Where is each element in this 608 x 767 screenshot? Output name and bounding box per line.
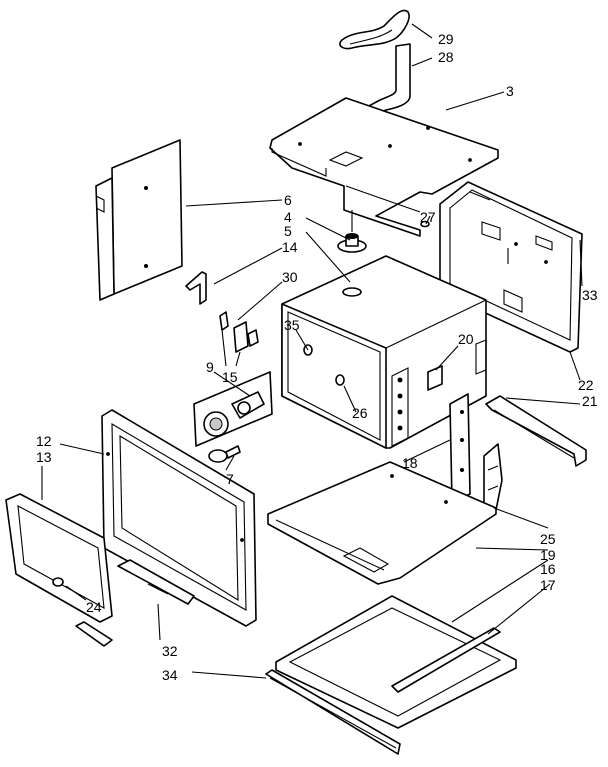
callout-25: 25: [540, 531, 556, 547]
callout-4: 4: [284, 209, 292, 225]
callout-22: 22: [578, 377, 594, 393]
callout-12: 12: [36, 433, 52, 449]
leader-lines: [41, 23, 583, 679]
callout-20: 20: [458, 331, 474, 347]
callout-34: 34: [162, 667, 178, 683]
callout-24: 24: [86, 599, 102, 615]
hinge-25: [483, 443, 503, 511]
callout-32: 32: [162, 643, 178, 659]
callout-5: 5: [284, 223, 292, 239]
callout-33: 33: [582, 287, 598, 303]
callout-27: 27: [420, 209, 436, 225]
callout-35: 35: [284, 317, 300, 333]
callout-15: 15: [222, 369, 238, 385]
control-assembly-9: [193, 371, 273, 447]
callout-19: 19: [540, 547, 556, 563]
side-panel-6: [95, 139, 183, 301]
kick-panel-34: [265, 669, 401, 755]
bracket-18: [449, 393, 471, 503]
rail-21: [485, 395, 587, 467]
vent-tube-29: [339, 9, 410, 50]
callout-7: 7: [226, 471, 234, 487]
callout-labels: 29 28 3 6 4 5 27 14 30 33 35 20 9 15 22 …: [36, 31, 598, 683]
top-plate-3: [269, 97, 499, 237]
callout-14: 14: [282, 239, 298, 255]
callout-9: 9: [206, 359, 214, 375]
callout-21: 21: [582, 393, 598, 409]
callout-17: 17: [540, 577, 556, 593]
callout-16: 16: [540, 561, 556, 577]
clip-24: [52, 577, 64, 587]
callout-3: 3: [506, 83, 514, 99]
light-bulb-7: [208, 445, 241, 463]
callout-30: 30: [282, 269, 298, 285]
oven-liner: [281, 255, 487, 449]
bottom-panel-19: [267, 461, 497, 585]
burner-fitting-4: [337, 210, 367, 253]
door-gasket-13: [5, 493, 113, 647]
callout-28: 28: [438, 49, 454, 65]
callout-26: 26: [352, 405, 368, 421]
broiler-frame-16: [275, 595, 517, 729]
bracket-14: [185, 271, 207, 305]
callout-13: 13: [36, 449, 52, 465]
callout-29: 29: [438, 31, 454, 47]
switch-30: [219, 311, 259, 353]
callout-18: 18: [402, 455, 418, 471]
callout-6: 6: [284, 192, 292, 208]
bracket-32: [117, 559, 195, 605]
